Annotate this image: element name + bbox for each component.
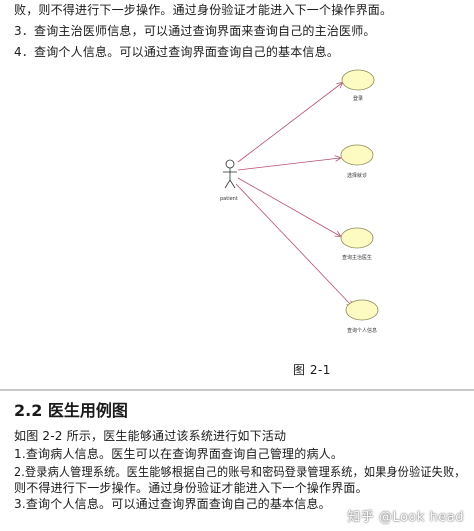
use-case-ellipse [340,227,374,249]
section-paragraph-1: 如图 2-2 所示，医生能够通过该系统进行如下活动 [14,429,287,443]
section-paragraph-5: 3.查询个人信息。可以通过查询界面查询自己的基本信息。 [14,497,331,511]
use-case-ellipse [345,299,379,321]
actor-patient: patient [220,159,238,202]
use-case-query-personal: 查询个人信息 [345,299,379,334]
section-paragraph-4: 则不得进行下一步操作。通过身份验证才能进入下一个操作界面。 [14,481,368,495]
section-heading: 2.2 医生用例图 [14,401,128,420]
use-case-label-query-doctor: 查询主治医生 [342,254,372,261]
watermark: 知乎 @Look head [347,510,464,525]
association-line-select-visit [237,158,340,171]
use-case-login: 登录 [341,69,375,102]
association-line-login [237,83,342,163]
use-case-label-query-personal: 查询个人信息 [347,327,377,334]
actor-right-leg [229,179,236,189]
paragraph-top-3: 4．查询个人信息。可以通过查询界面查询自己的基本信息。 [14,45,340,59]
use-case-query-doctor: 查询主治医生 [340,227,374,261]
use-case-select-visit: 选择就诊 [340,144,374,179]
actor-head [225,159,235,169]
association-line-query-personal [235,183,352,306]
section-paragraph-3: 2.登录病人管理系统。医生能够根据自己的账号和密码登录管理系统，如果身份验证失败… [14,465,466,479]
use-case-ellipse [341,69,375,91]
use-case-label-select-visit: 选择就诊 [347,172,367,179]
actor-left-leg [224,179,231,189]
figure-caption: 图 2-1 [293,363,331,377]
association-lines [235,83,352,306]
paragraph-top-1: 败，则不得进行下一步操作。通过身份验证才能进入下一个操作界面。 [14,3,393,17]
actor-label: patient [220,196,238,202]
association-line-query-doctor [237,177,340,236]
use-case-ellipse [340,144,374,166]
page-divider [0,389,474,391]
use-case-label-login: 登录 [353,95,363,102]
paragraph-top-2: 3．查询主治医师信息，可以通过查询界面来查询自己的主治医师。 [14,24,376,38]
section-paragraph-2: 1.查询病人信息。医生可以在查询界面查询自己管理的病人。 [14,447,344,461]
use-case-diagram: patient 登录 选择就诊 查询主治医生 查询个人信息 [220,69,379,334]
